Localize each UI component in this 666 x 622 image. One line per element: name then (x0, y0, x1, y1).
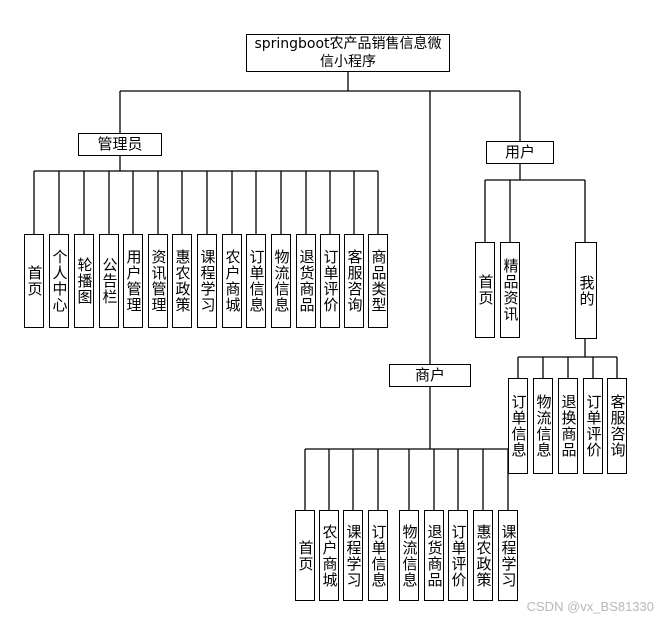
merchant-child-returned-goods: 退货商品 (424, 510, 444, 601)
admin-child-farm-policy: 惠农政策 (172, 234, 192, 328)
admin-label: 管理员 (97, 135, 143, 153)
admin-node: 管理员 (78, 133, 162, 156)
merchant-child-order-info: 订单信息 (368, 510, 388, 601)
user-node: 用户 (486, 141, 554, 164)
merchant-node: 商户 (389, 364, 471, 387)
merchant-child-farm-mall: 农户商城 (319, 510, 339, 601)
admin-child-news-management: 资讯管理 (148, 234, 168, 328)
admin-child-farm-mall: 农户商城 (222, 234, 242, 328)
watermark: CSDN @vx_BS81330 (526, 599, 654, 614)
mine-child-order-info: 订单信息 (508, 378, 528, 474)
merchant-child-course-study-2: 课程学习 (498, 510, 518, 601)
merchant-child-home: 首页 (295, 510, 315, 601)
admin-child-home: 首页 (24, 234, 44, 328)
root-label: springboot农产品销售信息微信小程序 (254, 36, 442, 70)
admin-child-product-type: 商品类型 (368, 234, 388, 328)
mine-child-logistics-info: 物流信息 (533, 378, 553, 474)
admin-child-returned-goods: 退货商品 (296, 234, 316, 328)
admin-child-logistics-info: 物流信息 (271, 234, 291, 328)
merchant-child-course-study: 课程学习 (343, 510, 363, 601)
user-label: 用户 (504, 143, 535, 161)
mine-child-customer-service: 客服咨询 (607, 378, 627, 474)
merchant-child-order-review: 订单评价 (448, 510, 468, 601)
admin-child-course-study: 课程学习 (197, 234, 217, 328)
merchant-child-farm-policy: 惠农政策 (473, 510, 493, 601)
admin-child-carousel: 轮播图 (74, 234, 94, 328)
admin-child-order-info: 订单信息 (246, 234, 266, 328)
mine-child-order-review: 订单评价 (583, 378, 603, 474)
user-child-featured-news: 精品资讯 (500, 242, 520, 338)
admin-child-personal-center: 个人中心 (49, 234, 69, 328)
merchant-label: 商户 (414, 366, 445, 384)
admin-child-customer-service: 客服咨询 (344, 234, 364, 328)
user-child-home: 首页 (475, 242, 495, 338)
admin-child-bulletin: 公告栏 (99, 234, 119, 328)
root-node: springboot农产品销售信息微信小程序 (246, 34, 450, 72)
merchant-child-logistics-info: 物流信息 (399, 510, 419, 601)
mine-child-return-exchange: 退换商品 (558, 378, 578, 474)
user-child-mine: 我的 (575, 242, 597, 339)
admin-child-order-review: 订单评价 (320, 234, 340, 328)
admin-child-user-management: 用户管理 (123, 234, 143, 328)
